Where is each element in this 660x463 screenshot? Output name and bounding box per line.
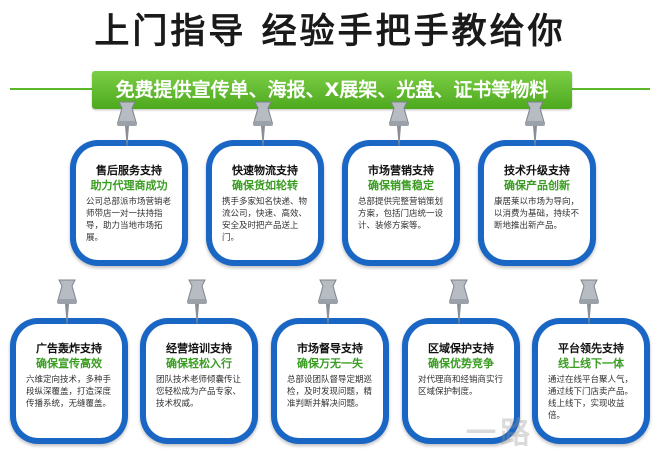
banner: 免费提供宣传单、海报、X展架、光盘、证书等物料 [92, 71, 572, 109]
card-subtitle: 确保宣传高效 [36, 357, 102, 370]
card-title: 售后服务支持 [96, 164, 162, 177]
card-logistics: 快速物流支持 确保货如轮转 携手多家知名快递、物流公司，快速、高效、安全及时把产… [206, 101, 324, 266]
pushpin-icon [579, 279, 599, 328]
pushpin-icon [117, 101, 137, 150]
card-subtitle: 确保货如轮转 [232, 179, 298, 192]
card-tech-upgrade: 技术升级支持 确保产品创新 康居莱以市场为导向，以消费为基础，持续不断地推出新产… [478, 101, 596, 266]
card-panel: 广告轰炸支持 确保宣传高效 六维定向技术，多种手段纵深覆盖，打造深度传播系统，无… [16, 324, 122, 438]
pushpin-icon [525, 101, 545, 150]
card-panel: 区域保护支持 确保优势竞争 对代理商和经销商实行区域保护制度。 [408, 324, 514, 438]
card-body: 总部设团队督导定期巡检，及时发现问题，精准判断并解决问题。 [287, 375, 373, 409]
pushpin-icon [187, 279, 207, 328]
card-body: 总部提供完整营销策划方案，包括门店统一设计、装修方案等。 [358, 197, 444, 231]
headline: 上门指导 经验手把手教给你 [94, 12, 566, 52]
card-marketing: 市场营销支持 确保销售稳定 总部提供完整营销策划方案，包括门店统一设计、装修方案… [342, 101, 460, 266]
banner-line-right [570, 88, 650, 90]
card-body: 公司总部派市场营销老师带店一对一扶持指导，助力当地市场拓展。 [86, 197, 172, 243]
card-advertising: 广告轰炸支持 确保宣传高效 六维定向技术，多种手段纵深覆盖，打造深度传播系统，无… [10, 279, 128, 444]
watermark: 一路 [466, 416, 534, 448]
card-panel: 售后服务支持 助力代理商成功 公司总部派市场营销老师带店一对一扶持指导，助力当地… [76, 146, 182, 260]
pushpin-icon [57, 279, 77, 328]
card-subtitle: 助力代理商成功 [90, 179, 168, 192]
card-subtitle: 确保轻松入行 [166, 357, 232, 370]
card-training: 经营培训支持 确保轻松入行 团队技术老师倾囊传让您轻松成为产品专家、技术权威。 [140, 279, 258, 444]
card-subtitle: 线上线下一体 [558, 357, 624, 370]
card-title: 区域保护支持 [428, 342, 494, 355]
card-title: 市场督导支持 [297, 342, 363, 355]
card-panel: 经营培训支持 确保轻松入行 团队技术老师倾囊传让您轻松成为产品专家、技术权威。 [146, 324, 252, 438]
card-subtitle: 确保销售稳定 [368, 179, 434, 192]
pushpin-icon [389, 101, 409, 150]
card-title: 平台领先支持 [558, 342, 624, 355]
card-subtitle: 确保万无一失 [297, 357, 363, 370]
card-platform: 平台领先支持 线上线下一体 通过在线平台聚人气，通过线下门店卖产品。线上线下，实… [532, 279, 650, 444]
pushpin-icon [318, 279, 338, 328]
card-panel: 市场营销支持 确保销售稳定 总部提供完整营销策划方案，包括门店统一设计、装修方案… [348, 146, 454, 260]
card-title: 经营培训支持 [166, 342, 232, 355]
card-subtitle: 确保产品创新 [504, 179, 570, 192]
pushpin-icon [449, 279, 469, 328]
card-title: 快速物流支持 [232, 164, 298, 177]
card-panel: 平台领先支持 线上线下一体 通过在线平台聚人气，通过线下门店卖产品。线上线下，实… [538, 324, 644, 438]
pushpin-icon [253, 101, 273, 150]
card-body: 康居莱以市场为导向，以消费为基础，持续不断地推出新产品。 [494, 197, 580, 231]
card-after-sales: 售后服务支持 助力代理商成功 公司总部派市场营销老师带店一对一扶持指导，助力当地… [70, 101, 188, 266]
card-panel: 快速物流支持 确保货如轮转 携手多家知名快递、物流公司，快速、高效、安全及时把产… [212, 146, 318, 260]
card-title: 技术升级支持 [504, 164, 570, 177]
banner-text: 免费提供宣传单、海报、X展架、光盘、证书等物料 [115, 79, 549, 101]
card-body: 携手多家知名快递、物流公司，快速、高效、安全及时把产品送上门。 [222, 197, 308, 243]
card-body: 六维定向技术，多种手段纵深覆盖，打造深度传播系统，无缝覆盖。 [26, 375, 112, 409]
card-body: 通过在线平台聚人气，通过线下门店卖产品。线上线下，实现收益倍。 [548, 375, 634, 421]
card-region-protection: 区域保护支持 确保优势竞争 对代理商和经销商实行区域保护制度。 [402, 279, 520, 444]
banner-line-left [10, 88, 94, 90]
card-body: 团队技术老师倾囊传让您轻松成为产品专家、技术权威。 [156, 375, 242, 409]
card-supervision: 市场督导支持 确保万无一失 总部设团队督导定期巡检，及时发现问题，精准判断并解决… [271, 279, 389, 444]
card-panel: 技术升级支持 确保产品创新 康居莱以市场为导向，以消费为基础，持续不断地推出新产… [484, 146, 590, 260]
card-title: 市场营销支持 [368, 164, 434, 177]
card-subtitle: 确保优势竞争 [428, 357, 494, 370]
card-title: 广告轰炸支持 [36, 342, 102, 355]
card-panel: 市场督导支持 确保万无一失 总部设团队督导定期巡检，及时发现问题，精准判断并解决… [277, 324, 383, 438]
card-body: 对代理商和经销商实行区域保护制度。 [418, 375, 504, 397]
